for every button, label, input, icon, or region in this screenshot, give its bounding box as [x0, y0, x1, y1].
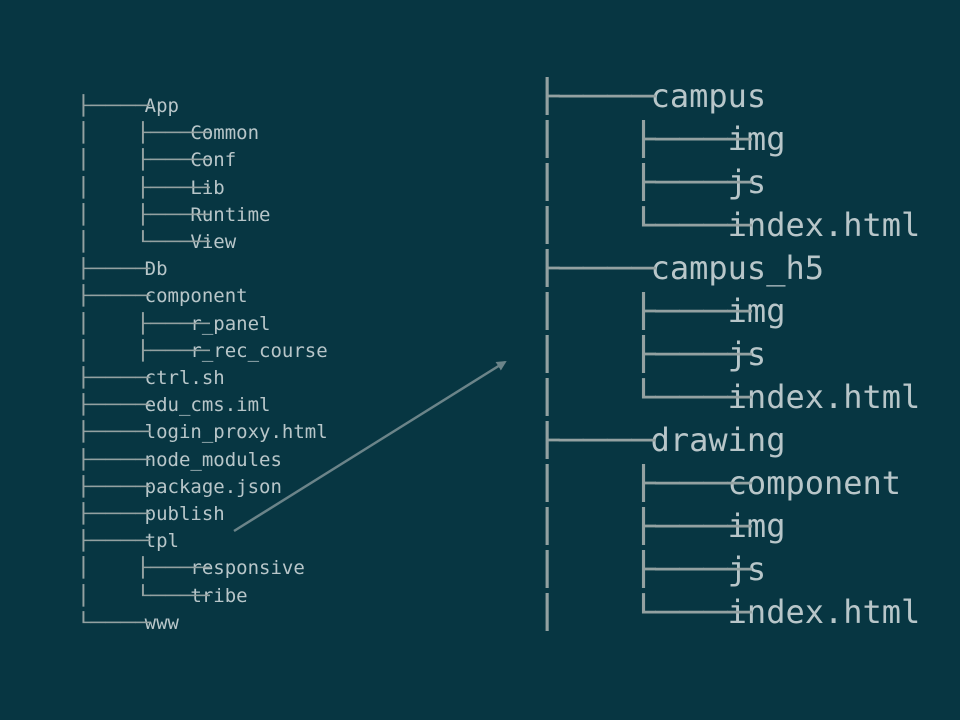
tree-entry-name: index.html — [727, 378, 921, 416]
tree-entry-name: campus_h5 — [650, 249, 824, 287]
tree-branch-glyph: │ ├──── — [76, 339, 225, 362]
tree-branch-glyph: ├──── — [76, 475, 166, 498]
tree-branch-glyph: ├──── — [535, 249, 680, 287]
tree-entry: ├──── node_modules — [76, 447, 328, 474]
tree-entry: ├──── tpl — [76, 528, 328, 555]
tree-entry-name: Lib — [190, 176, 225, 199]
tree-entry-name: r_rec_course — [190, 339, 328, 362]
tree-branch-glyph: │ ├──── — [76, 312, 225, 335]
tree-entry-name: r_panel — [190, 312, 271, 335]
tree-entry: │ ├──── img — [535, 118, 920, 161]
tree-entry: │ ├──── component — [535, 462, 920, 505]
tree-entry: │ ├──── Conf — [76, 147, 328, 174]
tree-branch-glyph: │ └──── — [535, 206, 776, 244]
tree-entry: ├──── publish — [76, 501, 328, 528]
tree-entry: │ ├──── Lib — [76, 175, 328, 202]
tree-entry: ├──── ctrl.sh — [76, 365, 328, 392]
tree-entry: │ ├──── img — [535, 290, 920, 333]
tree-entry-name: img — [727, 292, 786, 330]
tree-branch-glyph: │ └──── — [76, 231, 225, 254]
tree-entry: ├──── drawing — [535, 419, 920, 462]
tree-entry: │ ├──── img — [535, 505, 920, 548]
tree-entry: ├──── campus — [535, 75, 920, 118]
tree-entry-name: js — [727, 335, 767, 373]
tree-entry-name: View — [190, 231, 237, 254]
tree-branch-glyph: ├──── — [76, 285, 166, 308]
tree-branch-glyph: │ ├──── — [535, 464, 776, 502]
tree-branch-glyph: ├──── — [76, 448, 166, 471]
tree-entry: ├──── login_proxy.html — [76, 419, 328, 446]
tree-entry: │ ├──── r_rec_course — [76, 338, 328, 365]
tree-branch-glyph: │ └──── — [76, 584, 225, 607]
tree-entry: ├──── package.json — [76, 474, 328, 501]
tree-entry: │ └──── index.html — [535, 376, 920, 419]
right-directory-tree: ├──── campus│ ├──── img│ ├──── js│ └────… — [535, 75, 920, 634]
tree-branch-glyph: ├──── — [76, 95, 166, 117]
tree-entry-name: Conf — [190, 149, 237, 172]
tree-entry-name: Db — [144, 258, 168, 281]
tree-branch-glyph: ├──── — [76, 367, 166, 390]
tree-branch-glyph: ├──── — [76, 530, 166, 553]
tree-entry-name: Runtime — [190, 203, 271, 226]
tree-branch-glyph: │ ├──── — [535, 335, 776, 373]
tree-entry: ├──── component — [76, 283, 328, 310]
tree-entry: │ ├──── js — [535, 548, 920, 591]
tree-entry: │ └──── View — [76, 229, 328, 256]
tree-entry-name: tpl — [144, 530, 179, 553]
tree-entry: ├──── edu_cms.iml — [76, 392, 328, 419]
tree-branch-glyph: │ ├──── — [76, 122, 225, 145]
tree-entry: └──── www — [76, 610, 328, 637]
tree-branch-glyph: │ ├──── — [535, 292, 776, 330]
tree-branch-glyph: └──── — [76, 611, 166, 634]
tree-branch-glyph: │ └──── — [535, 593, 776, 631]
tree-entry: │ ├──── Runtime — [76, 202, 328, 229]
tree-branch-glyph: │ ├──── — [76, 203, 225, 226]
tree-branch-glyph: │ └──── — [535, 378, 776, 416]
tree-entry-name: publish — [144, 503, 225, 526]
tree-entry-name: js — [727, 550, 767, 588]
tree-entry: ├──── Db — [76, 256, 328, 283]
tree-entry-name: drawing — [650, 421, 786, 459]
tree-entry-name: App — [144, 95, 179, 117]
tree-branch-glyph: ├──── — [76, 421, 166, 444]
tree-entry-name: login_proxy.html — [144, 421, 328, 444]
tree-branch-glyph: ├──── — [76, 258, 166, 281]
tree-branch-glyph: ├──── — [535, 77, 680, 115]
tree-branch-glyph: ├──── — [76, 394, 166, 417]
tree-branch-glyph: │ ├──── — [535, 507, 776, 545]
tree-entry: │ ├──── Common — [76, 120, 328, 147]
tree-entry: ├──── App — [76, 93, 328, 120]
tree-branch-glyph: │ ├──── — [76, 557, 225, 580]
tree-branch-glyph: │ ├──── — [535, 163, 776, 201]
tree-entry: │ ├──── responsive — [76, 555, 328, 582]
tree-entry: │ └──── index.html — [535, 204, 920, 247]
tree-branch-glyph: ├──── — [535, 421, 680, 459]
left-directory-tree: ├──── App│ ├──── Common│ ├──── Conf│ ├──… — [76, 93, 328, 637]
tree-entry-name: tribe — [190, 584, 248, 607]
tree-entry-name: index.html — [727, 593, 921, 631]
tree-branch-glyph: │ ├──── — [76, 176, 225, 199]
tree-entry-name: www — [144, 611, 179, 634]
tree-entry: │ ├──── js — [535, 161, 920, 204]
tree-entry-name: responsive — [190, 557, 305, 580]
tree-branch-glyph: │ ├──── — [535, 120, 776, 158]
tree-entry-name: Common — [190, 122, 260, 145]
tree-branch-glyph: │ ├──── — [535, 550, 776, 588]
tree-entry: ├──── campus_h5 — [535, 247, 920, 290]
tree-entry-name: img — [727, 507, 786, 545]
tree-entry-name: img — [727, 120, 786, 158]
tree-entry: │ ├──── js — [535, 333, 920, 376]
tree-entry: │ └──── index.html — [535, 591, 920, 634]
tree-entry-name: ctrl.sh — [144, 367, 225, 390]
tree-entry-name: component — [727, 464, 902, 502]
tree-entry-name: index.html — [727, 206, 921, 244]
tree-entry: │ ├──── r_panel — [76, 311, 328, 338]
tree-entry-name: campus — [650, 77, 767, 115]
tree-entry: │ └──── tribe — [76, 583, 328, 610]
tree-branch-glyph: ├──── — [76, 503, 166, 526]
tree-entry-name: component — [144, 285, 248, 308]
tree-entry-name: js — [727, 163, 767, 201]
tree-branch-glyph: │ ├──── — [76, 149, 225, 172]
